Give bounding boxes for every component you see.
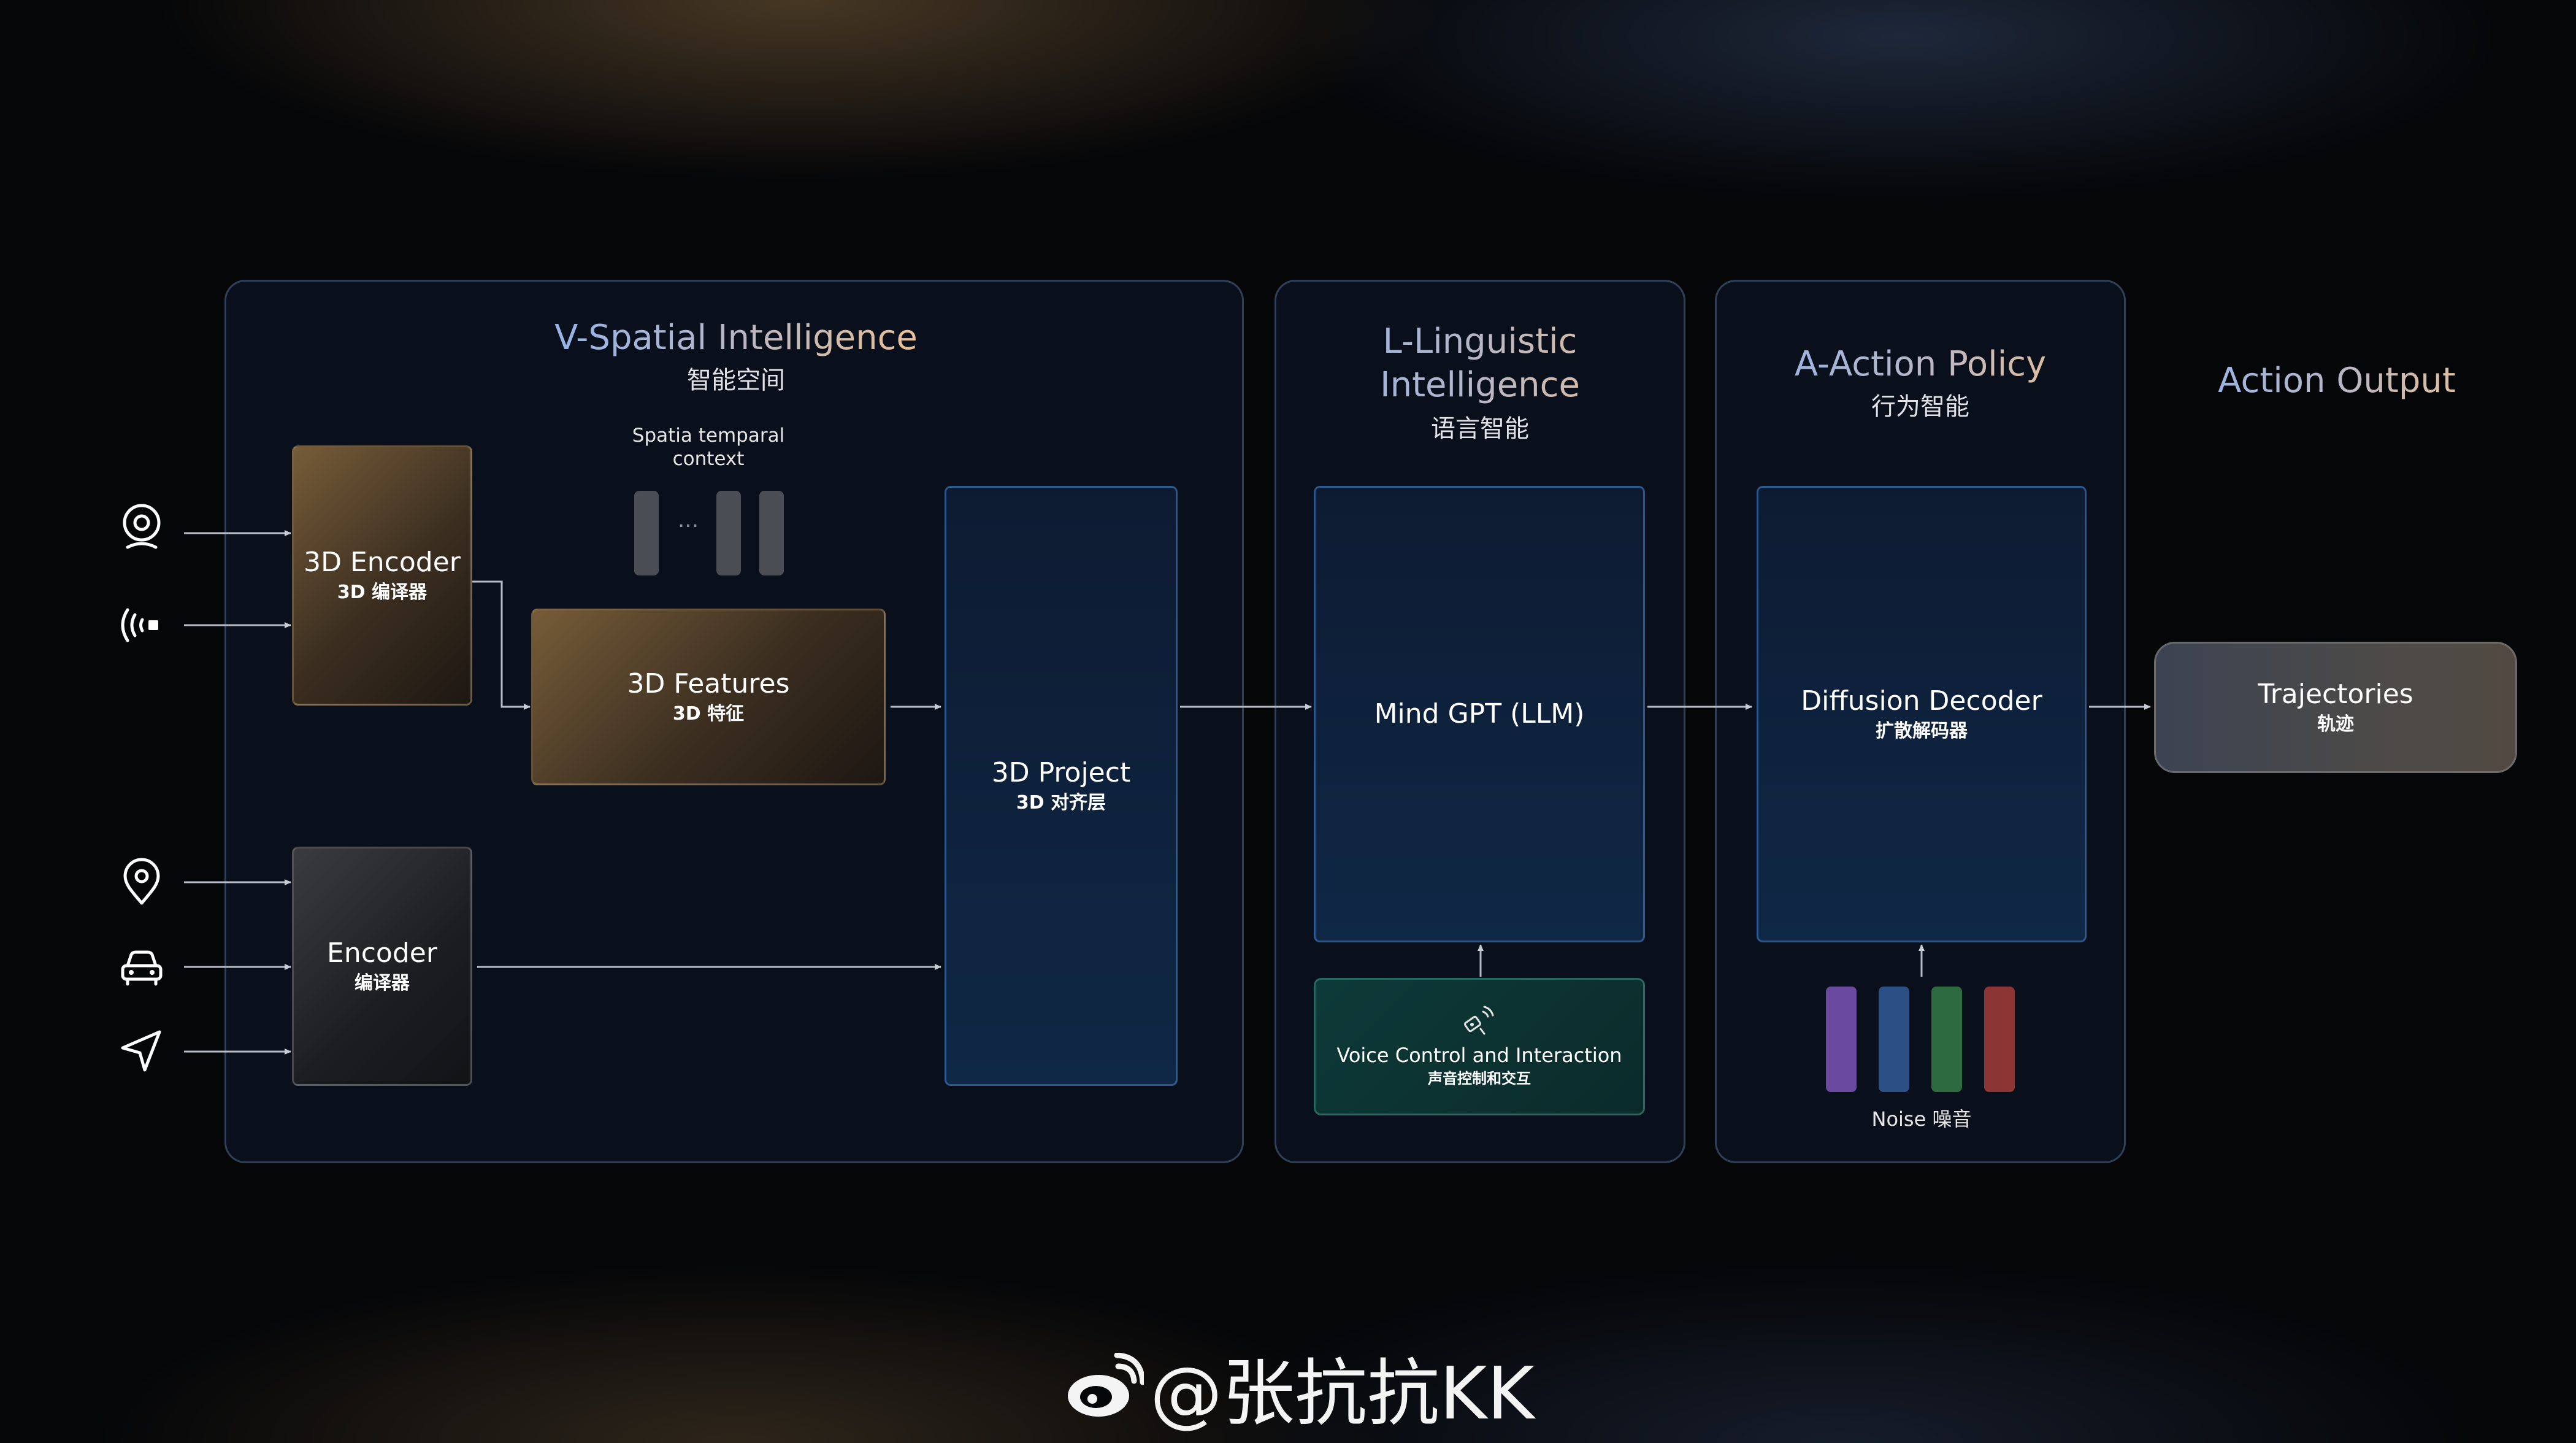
linguistic-subtitle: 语言智能 — [1431, 415, 1529, 443]
node-encoder-subtitle: 编译器 — [355, 972, 410, 994]
context-bar — [716, 491, 741, 575]
node-voice-control: Voice Control and Interaction 声音控制和交互 — [1314, 978, 1645, 1115]
node-3d-project-title: 3D Project — [991, 757, 1131, 788]
node-trajectories-title: Trajectories — [2258, 679, 2413, 710]
navigation-arrow-icon — [121, 1030, 161, 1072]
node-mind-gpt-title: Mind GPT (LLM) — [1374, 698, 1585, 729]
noise-bar — [1826, 987, 1857, 1092]
node-voice-title: Voice Control and Interaction — [1336, 1044, 1622, 1067]
context-label-line2: context — [672, 448, 745, 470]
noise-bar — [1984, 987, 2015, 1092]
node-trajectories: Trajectories 轨迹 — [2154, 642, 2517, 773]
watermark: @张抗抗KK — [1064, 1341, 1535, 1436]
noise-bar — [1879, 987, 1909, 1092]
location-pin-icon — [123, 858, 160, 905]
node-3d-encoder: 3D Encoder 3D 编译器 — [292, 445, 472, 706]
car-icon — [121, 950, 163, 986]
node-3d-features-title: 3D Features — [627, 668, 790, 699]
node-encoder-title: Encoder — [327, 937, 437, 969]
node-mind-gpt: Mind GPT (LLM) — [1314, 486, 1645, 942]
noise-label: Noise 噪音 — [1871, 1107, 1972, 1131]
node-diffusion-subtitle: 扩散解码器 — [1876, 720, 1968, 742]
watermark-text: @张抗抗KK — [1150, 1350, 1535, 1436]
action-output-title: Action Output — [2153, 359, 2521, 403]
context-label-line1: Spatia temparal — [632, 425, 785, 447]
context-ellipsis: ··· — [677, 514, 699, 539]
node-trajectories-subtitle: 轨迹 — [2317, 714, 2354, 735]
linguistic-title-line2: Intelligence — [1275, 363, 1685, 407]
context-bar — [759, 491, 784, 575]
voice-icon — [1464, 1006, 1494, 1035]
node-diffusion-decoder: Diffusion Decoder 扩散解码器 — [1757, 486, 2087, 942]
context-bar — [634, 491, 659, 575]
radar-icon — [121, 608, 158, 642]
node-diffusion-title: Diffusion Decoder — [1801, 685, 2042, 717]
node-voice-subtitle: 声音控制和交互 — [1428, 1070, 1531, 1087]
weibo-logo-icon — [1068, 1353, 1144, 1417]
spatial-title: V-Spatial Intelligence — [521, 316, 951, 360]
node-3d-encoder-subtitle: 3D 编译器 — [337, 582, 427, 603]
camera-icon — [123, 504, 161, 549]
linguistic-title-line1: L-Linguistic — [1275, 320, 1685, 364]
node-encoder: Encoder 编译器 — [292, 847, 472, 1086]
arrow-3d-encoder-to-features — [472, 580, 531, 710]
noise-bar — [1931, 987, 1962, 1092]
spatial-subtitle: 智能空间 — [687, 366, 785, 394]
node-3d-project-subtitle: 3D 对齐层 — [1016, 792, 1106, 814]
node-3d-encoder-title: 3D Encoder — [304, 547, 461, 578]
action-title: A-Action Policy — [1715, 342, 2126, 387]
node-3d-project: 3D Project 3D 对齐层 — [945, 486, 1178, 1086]
node-3d-features-subtitle: 3D 特征 — [672, 703, 745, 725]
node-3d-features: 3D Features 3D 特征 — [531, 609, 886, 785]
action-subtitle: 行为智能 — [1871, 393, 1969, 421]
